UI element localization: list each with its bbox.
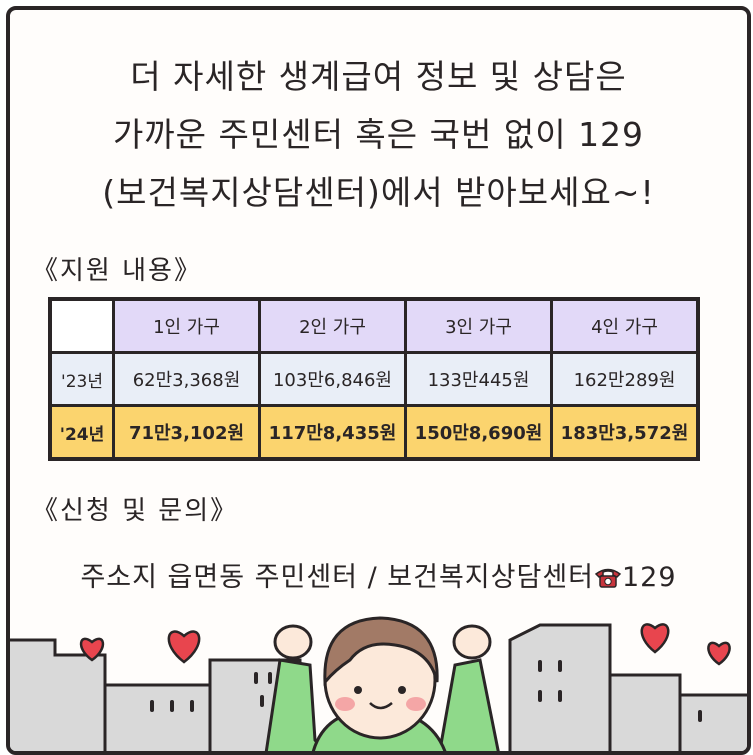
cell-2023-2: 103만6,846원 xyxy=(258,351,407,407)
cell-2024-2: 117만8,435원 xyxy=(258,404,407,461)
building-right-1 xyxy=(508,623,612,751)
building-left-1 xyxy=(10,638,107,751)
heart-icon xyxy=(640,623,670,654)
heart-icon xyxy=(79,637,105,662)
heart-icon xyxy=(167,630,201,664)
contact-text: 주소지 읍면동 주민센터 / 보건복지상담센터 xyxy=(80,562,594,593)
telephone-icon xyxy=(594,568,622,588)
building-left-2 xyxy=(103,683,212,751)
table-row-2023: '23년 62만3,368원 103만6,846원 133만445원 162만2… xyxy=(48,351,700,407)
phone-number: 129 xyxy=(622,562,677,593)
table-header-row: 1인 가구 2인 가구 3인 가구 4인 가구 xyxy=(48,297,700,354)
cell-2024-3: 150만8,690원 xyxy=(404,404,553,461)
cell-2023-1: 62만3,368원 xyxy=(112,351,261,407)
building-right-3 xyxy=(678,693,747,751)
header-4-person: 4인 가구 xyxy=(550,297,700,354)
city-illustration xyxy=(10,616,747,751)
comic-panel: 더 자세한 생계급여 정보 및 상담은 가까운 주민센터 혹은 국번 없이 12… xyxy=(6,6,751,755)
headline-line-1: 더 자세한 생계급여 정보 및 상담은 xyxy=(130,57,627,96)
cell-2023-4: 162만289원 xyxy=(550,351,700,407)
cell-2023-3: 133만445원 xyxy=(404,351,553,407)
contact-line: 주소지 읍면동 주민센터 / 보건복지상담센터 129 xyxy=(10,555,747,594)
heart-icon xyxy=(707,641,731,666)
table-corner-cell xyxy=(48,297,115,354)
apply-section-title: 《신청 및 문의》 xyxy=(32,496,239,526)
header-1-person: 1인 가구 xyxy=(112,297,261,354)
character-illustration xyxy=(264,616,500,751)
headline: 더 자세한 생계급여 정보 및 상담은 가까운 주민센터 혹은 국번 없이 12… xyxy=(10,48,747,222)
cell-2024-1: 71만3,102원 xyxy=(112,404,261,461)
headline-line-3: (보건복지상담센터)에서 받아보세요~! xyxy=(102,173,655,212)
heart-icons xyxy=(79,623,731,666)
header-2-person: 2인 가구 xyxy=(258,297,407,354)
cell-2024-4: 183만3,572원 xyxy=(550,404,700,461)
headline-line-2: 가까운 주민센터 혹은 국번 없이 129 xyxy=(112,115,645,154)
building-right-2 xyxy=(608,673,682,751)
row-label-2023: '23년 xyxy=(48,351,115,407)
table-row-2024: '24년 71만3,102원 117만8,435원 150만8,690원 183… xyxy=(48,404,700,461)
support-section-title: 《지원 내용》 xyxy=(32,256,202,286)
header-3-person: 3인 가구 xyxy=(404,297,553,354)
row-label-2024: '24년 xyxy=(48,404,115,461)
benefit-table: 1인 가구 2인 가구 3인 가구 4인 가구 '23년 62만3,368원 1… xyxy=(48,297,700,461)
